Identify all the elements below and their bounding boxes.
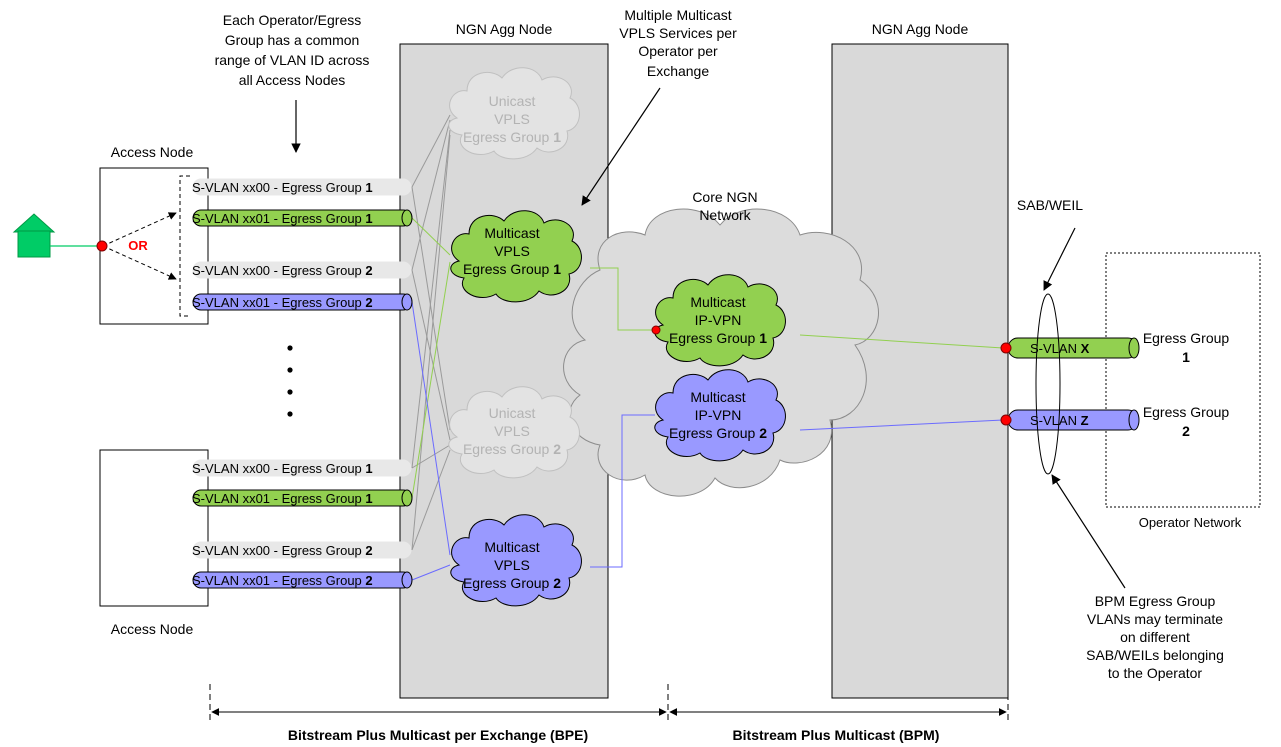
unicast-vpls-2-text: Unicast VPLS Egress Group 2 <box>463 405 561 457</box>
or-path-up <box>102 212 177 247</box>
vlan-label-bottom-3: S-VLAN xx00 - Egress Group 2 <box>192 543 373 558</box>
house-icon <box>12 213 56 258</box>
unicast-mesh <box>411 114 451 551</box>
agg-node-left-label: NGN Agg Node <box>456 21 553 37</box>
svg-text:VPLS Services per: VPLS Services per <box>619 25 737 41</box>
egress-group-1-num: 1 <box>1182 349 1190 365</box>
svg-text:Multicast: Multicast <box>690 389 745 405</box>
footer-bpm-label: Bitstream Plus Multicast (BPM) <box>733 727 940 743</box>
svg-text:VLANs may terminate: VLANs may terminate <box>1087 611 1223 627</box>
multicast-vpls-2-text: Multicast VPLS Egress Group 2 <box>463 539 561 591</box>
core-ngn-label-1: Core NGN <box>692 189 757 205</box>
or-path-down <box>102 245 177 280</box>
vlan-pipe <box>192 261 412 279</box>
vlan-pipe <box>192 209 413 227</box>
svg-text:VPLS: VPLS <box>494 557 530 573</box>
access-node-bottom-label: Access Node <box>111 621 194 637</box>
sab-weil-label: SAB/WEIL <box>1017 197 1083 213</box>
footer-bpe-label: Bitstream Plus Multicast per Exchange (B… <box>288 727 588 743</box>
vlan-pipe <box>192 489 413 507</box>
footer-dimensions <box>209 684 1009 722</box>
access-node-top-label: Access Node <box>111 144 194 160</box>
green-links <box>411 217 1004 499</box>
egress-group-1-label: Egress Group <box>1143 330 1230 346</box>
svg-text:Multicast: Multicast <box>484 539 539 555</box>
egress-group-2-num: 2 <box>1182 423 1190 439</box>
svg-text:IP-VPN: IP-VPN <box>695 312 742 328</box>
svg-text:IP-VPN: IP-VPN <box>695 407 742 423</box>
svg-text:Multicast: Multicast <box>484 225 539 241</box>
more-access-nodes-dots <box>287 345 293 417</box>
svg-text:all Access Nodes: all Access Nodes <box>239 72 346 88</box>
svg-text:range of VLAN ID across: range of VLAN ID across <box>215 52 370 68</box>
vlan-pipe <box>192 571 413 589</box>
svg-text:Egress Group 1: Egress Group 1 <box>669 330 767 346</box>
purple-links <box>411 301 1004 581</box>
access-port-dot <box>96 240 108 252</box>
svg-text:VPLS: VPLS <box>494 111 530 127</box>
bpm-note-arrow <box>1051 474 1126 589</box>
annotation-common-range: Each Operator/Egress Group has a common … <box>215 12 370 88</box>
core-entry-dot <box>651 325 661 335</box>
vlan-pipes-top <box>192 178 413 311</box>
vlan-label-top-3: S-VLAN xx00 - Egress Group 2 <box>192 263 373 278</box>
vlan-pipe <box>192 293 413 311</box>
vlan-pipe <box>192 459 412 477</box>
svg-text:Egress Group 2: Egress Group 2 <box>463 575 561 591</box>
sab-dot-1 <box>1000 342 1012 354</box>
svg-text:Unicast: Unicast <box>489 405 536 421</box>
egress-pipe-z <box>1007 409 1140 431</box>
vlan-pipe <box>192 541 412 559</box>
or-label: OR <box>128 238 148 253</box>
operator-network-box <box>1105 252 1261 508</box>
multicast-ipvpn-2-text: Multicast IP-VPN Egress Group 2 <box>669 389 767 441</box>
annotation-bpm-note: BPM Egress Group VLANs may terminate on … <box>1086 593 1224 681</box>
svg-text:Multiple Multicast: Multiple Multicast <box>624 7 731 23</box>
svg-text:BPM Egress Group: BPM Egress Group <box>1095 593 1216 609</box>
svg-text:SAB/WEILs belonging: SAB/WEILs belonging <box>1086 647 1224 663</box>
sab-weil-ring <box>1035 293 1061 475</box>
vlan-pipe <box>192 178 412 196</box>
svg-text:VPLS: VPLS <box>494 423 530 439</box>
sab-weil-arrow <box>1043 227 1076 291</box>
annotation-multiple-vpls-arrow <box>581 87 661 206</box>
agg-node-right-label: NGN Agg Node <box>872 21 969 37</box>
access-node-bottom-box <box>99 449 209 607</box>
vlan-label-bottom-1: S-VLAN xx00 - Egress Group 1 <box>192 461 373 476</box>
vlan-label-top-4: S-VLAN xx01 - Egress Group 2 <box>192 295 373 310</box>
vlan-label-bottom-4: S-VLAN xx01 - Egress Group 2 <box>192 573 373 588</box>
svg-text:Group has a common: Group has a common <box>225 32 360 48</box>
core-ngn-label-2: Network <box>699 207 751 223</box>
svg-text:on different: on different <box>1120 629 1190 645</box>
vlan-bracket <box>179 175 190 317</box>
vlan-label-bottom-2: S-VLAN xx01 - Egress Group 1 <box>192 491 373 506</box>
vlan-label-top-1: S-VLAN xx00 - Egress Group 1 <box>192 180 373 195</box>
svg-text:Egress Group 1: Egress Group 1 <box>463 129 561 145</box>
sab-dot-2 <box>1000 414 1012 426</box>
svg-text:to the Operator: to the Operator <box>1108 665 1203 681</box>
svg-text:Egress Group 2: Egress Group 2 <box>463 441 561 457</box>
egress-group-2-label: Egress Group <box>1143 404 1230 420</box>
svg-text:Egress Group 1: Egress Group 1 <box>463 261 561 277</box>
multicast-vpls-1-text: Multicast VPLS Egress Group 1 <box>463 225 561 277</box>
svg-text:Operator per: Operator per <box>638 43 718 59</box>
svg-text:Each Operator/Egress: Each Operator/Egress <box>223 12 362 28</box>
svg-text:Egress Group 2: Egress Group 2 <box>669 425 767 441</box>
annotation-multiple-vpls: Multiple Multicast VPLS Services per Ope… <box>619 7 737 79</box>
vlan-x-label: S-VLAN X <box>1030 341 1090 356</box>
access-node-top-box <box>99 167 209 325</box>
operator-network-label: Operator Network <box>1139 515 1242 530</box>
vlan-pipes-bottom <box>192 459 413 589</box>
multicast-ipvpn-1-text: Multicast IP-VPN Egress Group 1 <box>669 294 767 346</box>
svg-text:VPLS: VPLS <box>494 243 530 259</box>
svg-text:Multicast: Multicast <box>690 294 745 310</box>
unicast-vpls-1-text: Unicast VPLS Egress Group 1 <box>463 93 561 145</box>
vlan-z-label: S-VLAN Z <box>1030 413 1089 428</box>
svg-text:Exchange: Exchange <box>647 63 709 79</box>
vlan-label-top-2: S-VLAN xx01 - Egress Group 1 <box>192 211 373 226</box>
svg-text:Unicast: Unicast <box>489 93 536 109</box>
